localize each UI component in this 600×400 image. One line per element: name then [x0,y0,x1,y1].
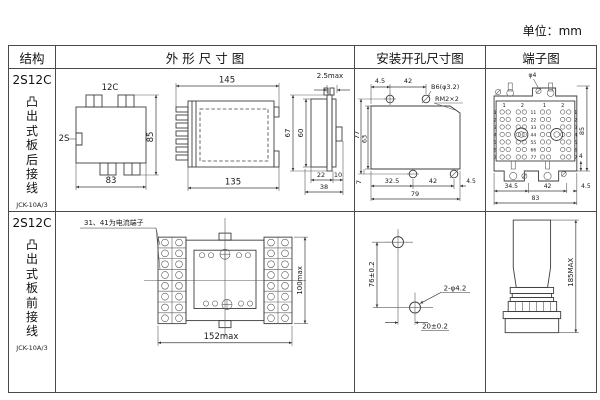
mount-type-label: 凸出式板前接线 [25,238,38,339]
hole-size-label: B6(φ3.2) [431,83,459,91]
dim-term-b3: 4.5 [581,183,591,190]
relay-side-profile [502,219,562,334]
mounting-cell-rear-wiring: 4.5 42 B6(φ3.2) RM2×2 77 63 7 32.5 42 [355,69,486,212]
dim-bottom-total: 79 [411,190,419,198]
outline-drawing-rear: 12C 2S 85 83 [59,72,350,195]
dim-hole-vertical: 76±0.2 [367,261,376,287]
dim-end-top: 2.5max [317,72,343,80]
terminal-cell-front-wiring: 185MAX [486,212,596,392]
dim-front-top: 12C [102,83,119,93]
svg-text:33: 33 [531,125,537,131]
svg-text:55: 55 [531,140,537,146]
thread-label: RM2×2 [435,95,459,103]
col-number: 2 [561,103,564,109]
dim-bottom-d3: 4.5 [466,178,476,185]
svg-text:2: 2 [574,118,577,124]
dim-top-d2: 42 [404,77,412,85]
svg-text:5: 5 [494,140,497,146]
svg-text:77: 77 [531,155,537,161]
dim-bottom-d2: 42 [429,177,437,185]
relay-code-label: JCK-10A/3 [16,200,48,209]
svg-text:2: 2 [494,118,497,124]
dimension-table: 结构 外 形 尺 寸 图 安装开孔尺寸图 端子图 2S12C 凸出式板后接线 J… [8,45,597,393]
unit-label: 单位：mm [522,24,582,38]
structure-cell-rear-wiring: 2S12C 凸出式板后接线 JCK-10A/3 [9,69,56,212]
center-plate [144,218,306,337]
mount-type-label: 凸出式板后接线 [25,95,38,196]
col-number: 2 [521,103,524,109]
outline-drawing-front: 31、41为电流端子 [80,218,308,346]
mounting-drawing-front: 76±0.2 2-φ4.2 20±0.2 [367,229,470,331]
dim-left-d1: 77 [355,131,361,139]
dim-side-total: 145 [219,76,235,86]
current-terminal-note: 31、41为电流端子 [84,218,144,227]
svg-text:3: 3 [494,125,497,131]
dim-hole-horizontal: 20±0.2 [422,322,448,331]
svg-text:6: 6 [574,148,577,154]
outline-cell-front-wiring: 31、41为电流端子 [56,212,355,392]
svg-text:44: 44 [531,133,537,139]
dim-gap: 7 [355,180,363,184]
dim-end-d2: 10 [334,171,342,179]
svg-text:7: 7 [574,155,577,161]
svg-text:7: 7 [494,155,497,161]
model-label: 2S12C [12,216,52,230]
mounting-cell-front-wiring: 76±0.2 2-φ4.2 20±0.2 [355,212,486,392]
dim-term-total: 83 [532,195,540,202]
header-structure: 结构 [9,46,56,69]
svg-text:66: 66 [531,148,537,154]
dim-end-d1: 22 [317,171,325,179]
col-number: 1 [543,103,546,109]
outline-cell-rear-wiring: 12C 2S 85 83 [56,69,355,212]
svg-text:4: 4 [494,133,497,139]
dim-front-height: 85 [146,132,156,143]
col-number: 1 [503,103,506,109]
svg-text:4: 4 [574,133,577,139]
bottom-screws [509,160,567,180]
dim-front-left: 2S [59,134,70,144]
mounting-holes [373,229,433,325]
svg-text:11: 11 [531,110,537,116]
dim-side-body: 135 [225,178,241,188]
dim-front-width: 83 [106,176,117,186]
dim-term-b1: 34.5 [504,183,518,190]
dim-bottom-d1: 32.5 [385,177,399,185]
dim-left-d2: 63 [361,135,369,143]
dim-end-inner-h: 60 [297,129,305,138]
terminal-grid [499,109,572,160]
svg-text:22: 22 [531,118,537,124]
terminal-drawing-front: 185MAX [502,219,579,334]
front-view: 12C 2S 85 83 [59,83,159,190]
dim-profile-height: 185MAX [566,258,575,287]
side-view: 145 135 [175,76,280,191]
dim-end-d3: 38 [320,183,328,191]
svg-text:1: 1 [574,110,577,116]
header-mounting: 安装开孔尺寸图 [355,46,486,69]
top-screws [495,82,555,97]
hole-size-label: 2-φ4.2 [444,283,467,292]
dim-term-height: 85 [578,127,586,135]
structure-cell-front-wiring: 2S12C 凸出式板前接线 JCK-10A/3 [9,212,56,392]
mounting-holes [384,93,459,179]
end-view: 2.5max 67 60 22 10 [284,72,350,195]
model-label: 2S12C [12,73,52,87]
mounting-drawing-rear: 4.5 42 B6(φ3.2) RM2×2 77 63 7 32.5 42 [355,77,476,201]
dim-top-d1: 4.5 [375,77,385,85]
dim-term-foot: 4 [579,153,583,160]
svg-text:1: 1 [494,110,497,116]
svg-text:5: 5 [574,140,577,146]
dim-row2-width: 152max [204,332,239,342]
relay-code-label: JCK-10A/3 [16,343,48,352]
dim-row2-height: 100max [295,266,304,295]
header-terminal: 端子图 [486,46,596,69]
header-outline: 外 形 尺 寸 图 [56,46,355,69]
dim-end-outer-h: 67 [284,129,292,138]
screw-size-label: φ4 [529,72,537,79]
svg-text:6: 6 [494,148,497,154]
dim-term-b2: 42 [544,183,552,190]
svg-text:3: 3 [574,125,577,131]
